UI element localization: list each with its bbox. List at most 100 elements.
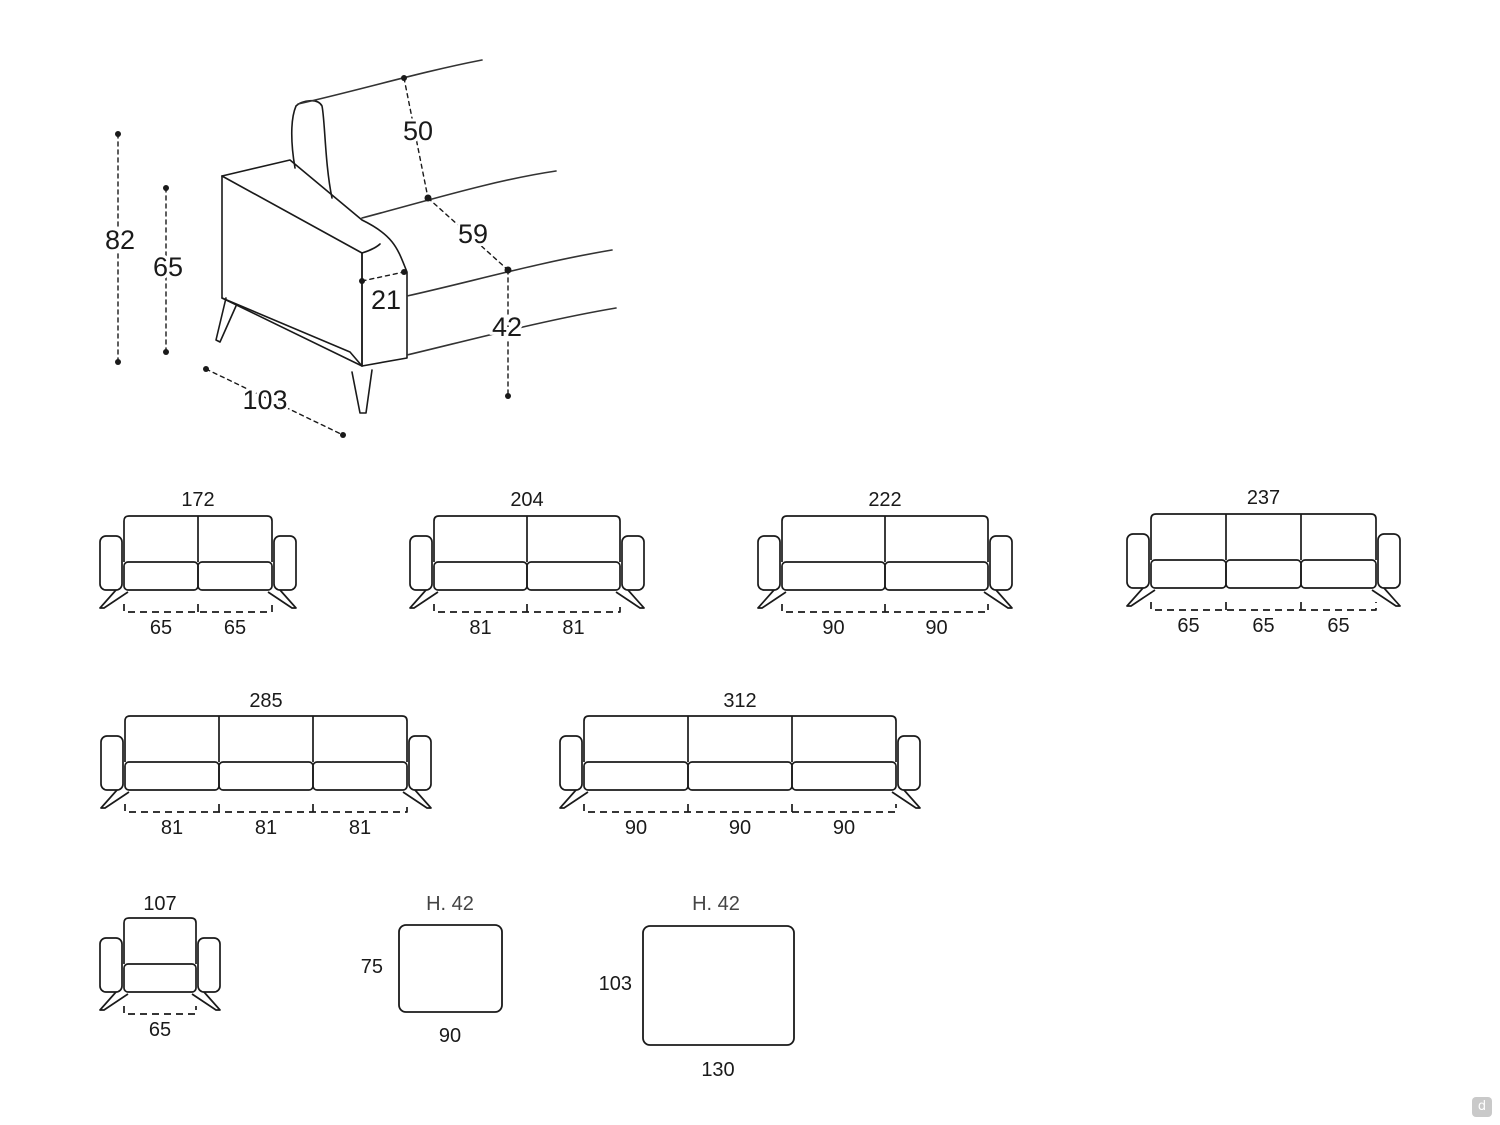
watermark-badge: d [1472, 1097, 1492, 1117]
seat-width-label: 81 [161, 817, 183, 839]
pouf-large-outline [642, 925, 795, 1046]
label-arm-width: 21 [371, 285, 401, 315]
left-leg [100, 789, 130, 809]
sofa-front-204: 204 81 81 [409, 489, 645, 639]
seat-cushion [124, 761, 220, 791]
seat-width-label: 65 [1252, 615, 1274, 637]
label-seat-height: 42 [492, 312, 522, 342]
seat-cushion [1225, 559, 1302, 589]
pouf-large-depth: 103 [599, 973, 632, 995]
overall-width-label: 204 [510, 489, 543, 511]
right-leg [402, 789, 432, 809]
right-arm [621, 535, 645, 591]
pouf-large: H. 42 103 130 [599, 893, 795, 1081]
seat-cushion [781, 561, 886, 591]
left-arm [559, 735, 583, 791]
seat-width-label: 65 [149, 1019, 171, 1041]
seat-cushion [884, 561, 989, 591]
right-leg [191, 991, 221, 1011]
seat-width-label: 65 [150, 617, 172, 639]
left-arm [757, 535, 781, 591]
right-arm [408, 735, 432, 791]
seat-width-label: 90 [833, 817, 855, 839]
seat-width-label: 90 [822, 617, 844, 639]
overall-width-label: 172 [181, 489, 214, 511]
seat-dimension-line [1150, 602, 1377, 611]
label-total-height: 82 [105, 225, 135, 255]
sofa-detail-view [115, 59, 617, 438]
seat-width-label: 65 [1177, 615, 1199, 637]
backrest [1150, 513, 1377, 560]
pouf-small-outline [398, 924, 503, 1013]
right-leg [615, 589, 645, 609]
seat-cushion [1300, 559, 1377, 589]
seat-dimension-line [123, 1006, 197, 1015]
seat-dimension-line [583, 804, 897, 813]
label-back-height: 50 [403, 116, 433, 146]
pouf-large-width: 130 [701, 1059, 734, 1081]
left-leg [757, 589, 787, 609]
seat-width-label: 81 [255, 817, 277, 839]
dimension-lines [117, 77, 509, 436]
seat-width-label: 65 [1327, 615, 1349, 637]
left-arm [409, 535, 433, 591]
seat-cushion [433, 561, 528, 591]
seat-width-label: 90 [625, 817, 647, 839]
leg-back [215, 297, 237, 343]
right-arm [989, 535, 1013, 591]
label-seat-depth: 59 [458, 219, 488, 249]
backrest [583, 715, 897, 762]
backrest [123, 917, 197, 964]
left-leg [99, 991, 129, 1011]
right-arm [897, 735, 921, 791]
label-arm-height: 65 [153, 252, 183, 282]
right-leg [1371, 587, 1401, 607]
pouf-small-height: H. 42 [426, 893, 474, 915]
overall-width-label: 285 [249, 690, 282, 712]
pouf-large-height: H. 42 [692, 893, 740, 915]
left-arm [100, 735, 124, 791]
seat-cushion [312, 761, 408, 791]
left-leg [409, 589, 439, 609]
seat-width-label: 90 [925, 617, 947, 639]
detail-labels: 82 65 50 59 21 42 103 [102, 113, 525, 418]
seat-width-label: 81 [469, 617, 491, 639]
seat-width-label: 81 [562, 617, 584, 639]
seat-width-label: 81 [349, 817, 371, 839]
seat-cushion [583, 761, 689, 791]
right-leg [267, 589, 297, 609]
sofa-front-views: 172 65 65 204 81 81 222 90 90 237 65 65 65 285 81 81 81 3… [99, 487, 1401, 1041]
overall-width-label: 107 [143, 893, 176, 915]
backrest-top-line [297, 59, 483, 105]
pouf-small-width: 90 [439, 1025, 461, 1047]
seat-dimension-line [123, 604, 273, 613]
overall-width-label: 222 [868, 489, 901, 511]
right-leg [983, 589, 1013, 609]
seat-width-label: 90 [729, 817, 751, 839]
left-arm [1126, 533, 1150, 589]
seat-cushion [197, 561, 273, 591]
backrest [124, 715, 408, 762]
right-arm [273, 535, 297, 591]
sofa-front-222: 222 90 90 [757, 489, 1013, 639]
seat-cushion [526, 561, 621, 591]
seat-dimension-line [124, 804, 408, 813]
sofa-front-237: 237 65 65 65 [1126, 487, 1401, 637]
right-leg [891, 789, 921, 809]
backrest-seat-line [361, 170, 557, 219]
overall-width-label: 237 [1247, 487, 1280, 509]
sofa-front-107: 107 65 [99, 893, 221, 1041]
seat-cushion [791, 761, 897, 791]
backrest-outline [290, 99, 333, 199]
overall-width-label: 312 [723, 690, 756, 712]
seat-cushion [123, 963, 197, 993]
seat-cushion [123, 561, 199, 591]
sofa-front-312: 312 90 90 90 [559, 690, 921, 839]
left-leg [559, 789, 589, 809]
pouf-small: H. 42 75 90 [361, 893, 503, 1047]
leg-front [351, 369, 373, 414]
label-depth: 103 [242, 385, 287, 415]
arm-front [221, 175, 363, 367]
